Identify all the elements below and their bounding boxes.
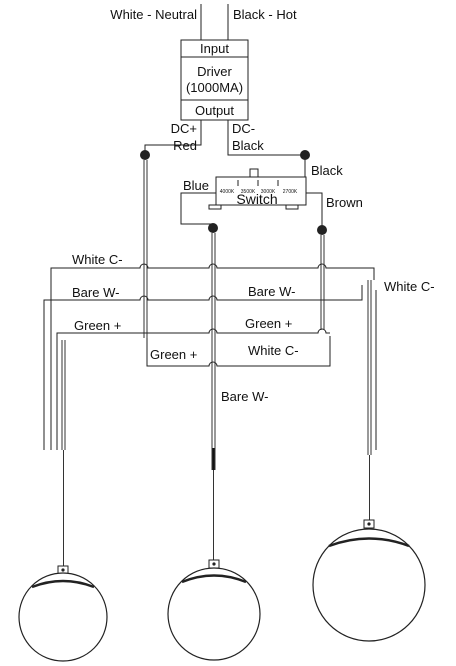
blue-wire xyxy=(180,192,216,225)
label-white-c-center: White C- xyxy=(248,343,299,358)
label-green-left: Green + xyxy=(74,318,121,333)
switch-black-label: Black xyxy=(311,163,343,178)
label-white-c-right: White C- xyxy=(384,279,435,294)
pendant-center-globe xyxy=(167,567,261,661)
switch-title: Switch xyxy=(236,191,277,207)
brown-wire xyxy=(306,192,323,228)
pendant-left-globe xyxy=(18,572,108,662)
cct-option-3: 3000K xyxy=(261,189,276,195)
wire-labels: White C- Bare W- Green + White C- Bare W… xyxy=(72,252,435,404)
pendant-right-globe xyxy=(312,528,426,642)
switch-box xyxy=(215,176,307,206)
label-white-c-upper: White C- xyxy=(72,252,123,267)
switch-slider xyxy=(249,168,259,178)
driver: Input Driver (1000MA) Output xyxy=(180,39,249,121)
supply-wires: White - Neutral Black - Hot xyxy=(110,4,297,40)
label-green-mid: Green + xyxy=(245,316,292,331)
driver-output-label: Output xyxy=(195,103,234,118)
dc-negative-label: DC- xyxy=(232,121,255,136)
pendant-center xyxy=(167,559,261,661)
label-green-center: Green + xyxy=(150,347,197,362)
pendant-right xyxy=(312,519,426,642)
hot-label: Black - Hot xyxy=(233,7,297,22)
driver-rating: (1000MA) xyxy=(186,80,243,95)
cct-option-4: 2700K xyxy=(283,189,298,195)
driver-box xyxy=(180,39,249,121)
dc-negative-wire xyxy=(227,120,305,156)
dc-output-wires: DC+ Red DC- Black xyxy=(144,120,305,156)
cross-wires xyxy=(43,263,377,450)
driver-name: Driver xyxy=(197,64,232,79)
bare-w-wire xyxy=(43,285,363,304)
junction-dc-negative xyxy=(300,150,310,160)
pendant-cords xyxy=(61,160,372,566)
junction-blue xyxy=(208,223,218,233)
neutral-label: White - Neutral xyxy=(110,7,197,22)
pendant-left xyxy=(18,565,108,662)
driver-input-label: Input xyxy=(200,41,229,56)
junction-dc-positive xyxy=(140,150,150,160)
green-wire xyxy=(56,328,330,336)
brown-wire-label: Brown xyxy=(326,195,363,210)
cct-option-1: 4000K xyxy=(220,189,235,195)
label-bare-w-down: Bare W- xyxy=(221,389,268,404)
label-bare-w-left: Bare W- xyxy=(72,285,119,300)
label-bare-w-mid: Bare W- xyxy=(248,284,295,299)
green-center-wire xyxy=(146,336,331,367)
junctions xyxy=(140,150,327,235)
dc-negative-color: Black xyxy=(232,138,264,153)
dc-positive-label: DC+ xyxy=(171,121,197,136)
cct-option-2: 3500K xyxy=(241,189,256,195)
dc-positive-color: Red xyxy=(173,138,197,153)
white-c-upper-wire xyxy=(50,263,375,280)
cct-switch: 4000K 3500K 3000K 2700K Switch Black Blu… xyxy=(180,155,363,228)
junction-brown xyxy=(317,225,327,235)
blue-wire-label: Blue xyxy=(183,178,209,193)
